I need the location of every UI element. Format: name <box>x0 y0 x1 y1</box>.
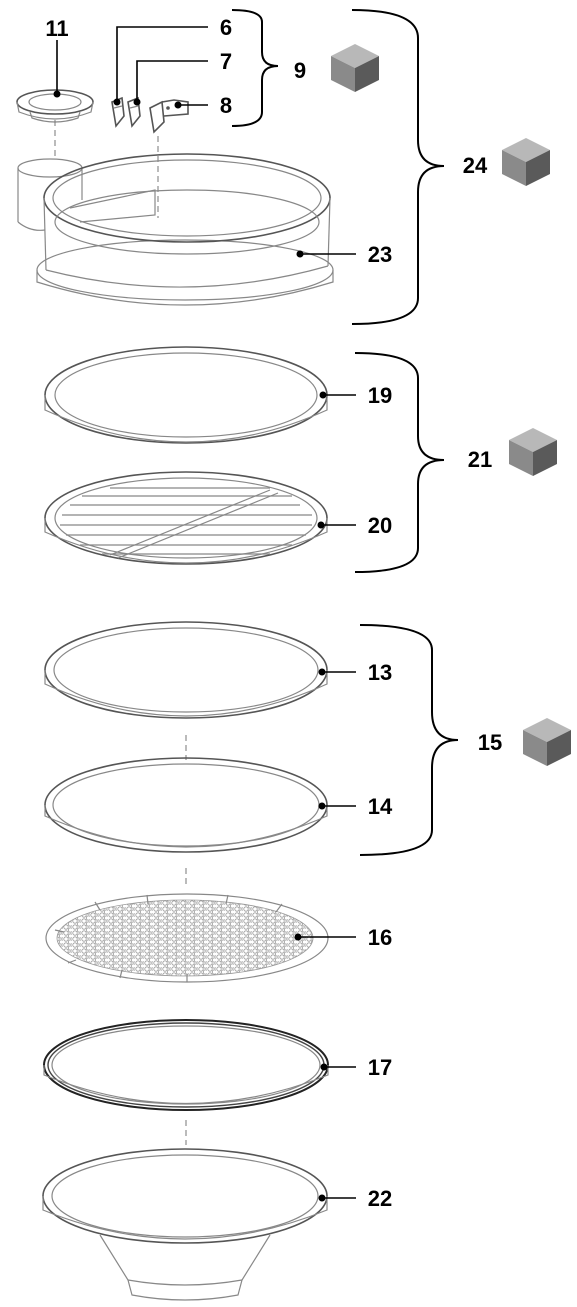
leader-lines <box>53 26 356 1202</box>
label-17: 17 <box>368 1055 392 1080</box>
part-23-housing <box>17 153 334 306</box>
part-8-clip <box>149 99 189 134</box>
label-14: 14 <box>368 794 393 819</box>
label-22: 22 <box>368 1186 392 1211</box>
label-20: 20 <box>368 513 392 538</box>
kit-cube-icon-24 <box>502 138 550 186</box>
part-17-gasket <box>43 1019 329 1111</box>
label-8: 8 <box>220 93 232 118</box>
kit-cube-icon-15 <box>523 718 571 766</box>
label-16: 16 <box>368 925 392 950</box>
part-20-grid <box>44 471 328 565</box>
part-16-mesh <box>45 893 329 983</box>
part-22-funnel <box>42 1148 328 1301</box>
label-11: 11 <box>45 16 68 41</box>
part-7-clip <box>127 96 141 128</box>
kit-cube-icon-9 <box>331 44 379 92</box>
label-15: 15 <box>478 730 502 755</box>
brace-21 <box>354 352 445 573</box>
label-19: 19 <box>368 383 392 408</box>
part-13-ring <box>44 621 328 719</box>
label-9: 9 <box>294 58 306 83</box>
brace-15 <box>359 624 459 856</box>
part-14-ring <box>44 757 328 853</box>
label-6: 6 <box>220 15 232 40</box>
label-7: 7 <box>220 49 232 74</box>
kit-cube-icon-21 <box>509 428 557 476</box>
label-24: 24 <box>463 153 488 178</box>
label-21: 21 <box>468 447 492 472</box>
brace-9 <box>231 9 279 127</box>
label-23: 23 <box>368 242 392 267</box>
part-19-ring <box>44 346 328 444</box>
label-13: 13 <box>368 660 392 685</box>
brace-24 <box>351 9 445 325</box>
